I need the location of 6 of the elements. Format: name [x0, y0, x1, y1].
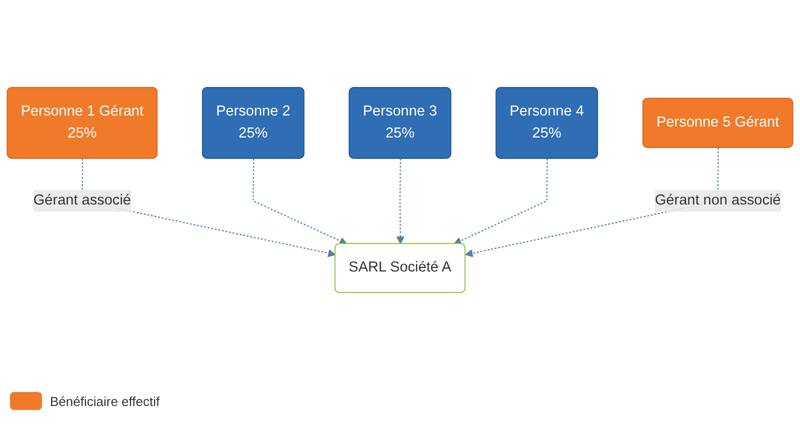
- arrow: [454, 158, 548, 245]
- edge-label: Gérant non associé: [654, 192, 781, 208]
- arrow: [396, 158, 404, 244]
- legend-label: Bénéficiaire effectif: [50, 394, 160, 408]
- arrow: [252, 158, 348, 245]
- edge-label: Gérant associé: [33, 192, 131, 208]
